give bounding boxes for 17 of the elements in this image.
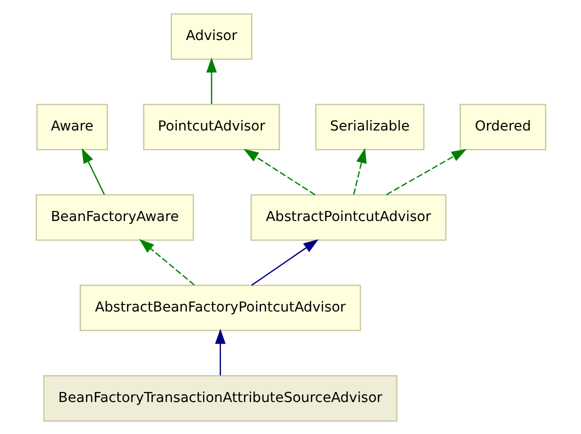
node-box: AbstractBeanFactoryPointcutAdvisor	[79, 284, 361, 331]
arrow	[206, 56, 216, 104]
node-box: Advisor	[170, 12, 252, 60]
node-box: PointcutAdvisor	[142, 103, 280, 150]
arrow	[81, 148, 104, 194]
arrow	[250, 238, 318, 286]
node-box: Aware	[36, 103, 108, 150]
node-box: BeanFactoryAware	[35, 194, 194, 240]
arrow	[138, 238, 194, 285]
node-box: Ordered	[459, 103, 546, 150]
node-box: AbstractPointcutAdvisor	[250, 194, 446, 240]
node-box: Serializable	[314, 103, 424, 150]
arrow	[352, 147, 366, 194]
arrow	[243, 148, 315, 195]
node-box: BeanFactoryTransactionAttributeSourceAdvisor	[42, 374, 397, 422]
arrow	[214, 328, 226, 375]
arrow	[385, 148, 466, 195]
